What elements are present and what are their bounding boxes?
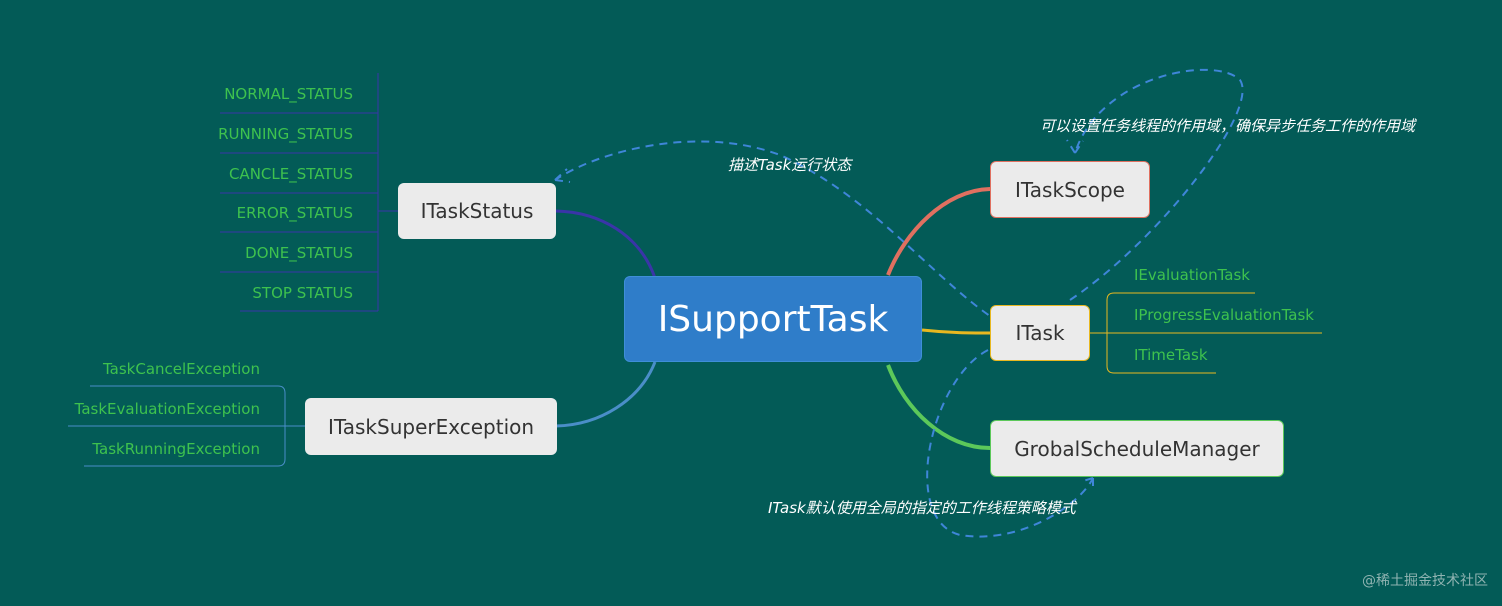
status-leaf[interactable]: NORMAL_STATUS	[224, 85, 353, 103]
root-node[interactable]: ISupportTask	[624, 276, 922, 362]
schedule-relation-arrow	[926, 349, 1094, 538]
exception-leaf[interactable]: TaskRunningException	[92, 440, 260, 458]
exception-leaf-lines	[68, 385, 305, 467]
status-note: 描述Task运行状态	[728, 156, 852, 174]
branch-itask-connector	[921, 328, 991, 335]
branch-status-connector	[555, 209, 657, 279]
itaskstatus-node[interactable]: ITaskStatus	[398, 183, 556, 239]
itaskscope-node[interactable]: ITaskScope	[990, 161, 1150, 218]
status-relation-arrow	[554, 140, 1013, 331]
watermark: @稀土掘金技术社区	[1362, 573, 1488, 589]
exception-leaf[interactable]: TaskCancelException	[102, 360, 260, 378]
itasksuperexception-node[interactable]: ITaskSuperException	[305, 398, 557, 455]
status-leaf[interactable]: STOP STATUS	[252, 284, 353, 302]
itask-node[interactable]: ITask	[990, 305, 1090, 361]
status-leaf[interactable]: DONE_STATUS	[245, 244, 353, 262]
dashed-relations	[554, 68, 1244, 538]
status-leaf-lines	[220, 73, 398, 312]
status-leaf[interactable]: RUNNING_STATUS	[218, 125, 353, 143]
schedule-note: ITask默认使用全局的指定的工作线程策略模式	[768, 499, 1076, 517]
scope-note: 可以设置任务线程的作用域，确保异步任务工作的作用域	[1040, 117, 1416, 135]
branch-exception-connector	[555, 361, 657, 428]
branch-scope-connector	[886, 187, 991, 276]
grobalschedulemanager-node[interactable]: GrobalScheduleManager	[990, 420, 1284, 477]
itask-leaf[interactable]: IProgressEvaluationTask	[1134, 306, 1314, 324]
scope-relation-arrow	[1069, 68, 1244, 301]
status-leaf[interactable]: CANCLE_STATUS	[228, 165, 353, 183]
itask-leaf[interactable]: ITimeTask	[1134, 346, 1208, 364]
itask-leaf[interactable]: IEvaluationTask	[1134, 266, 1250, 284]
exception-leaf[interactable]: TaskEvaluationException	[74, 400, 260, 418]
itask-leaf-lines	[1090, 292, 1322, 374]
branch-schedule-connector	[886, 364, 991, 450]
status-leaf[interactable]: ERROR_STATUS	[236, 204, 353, 222]
